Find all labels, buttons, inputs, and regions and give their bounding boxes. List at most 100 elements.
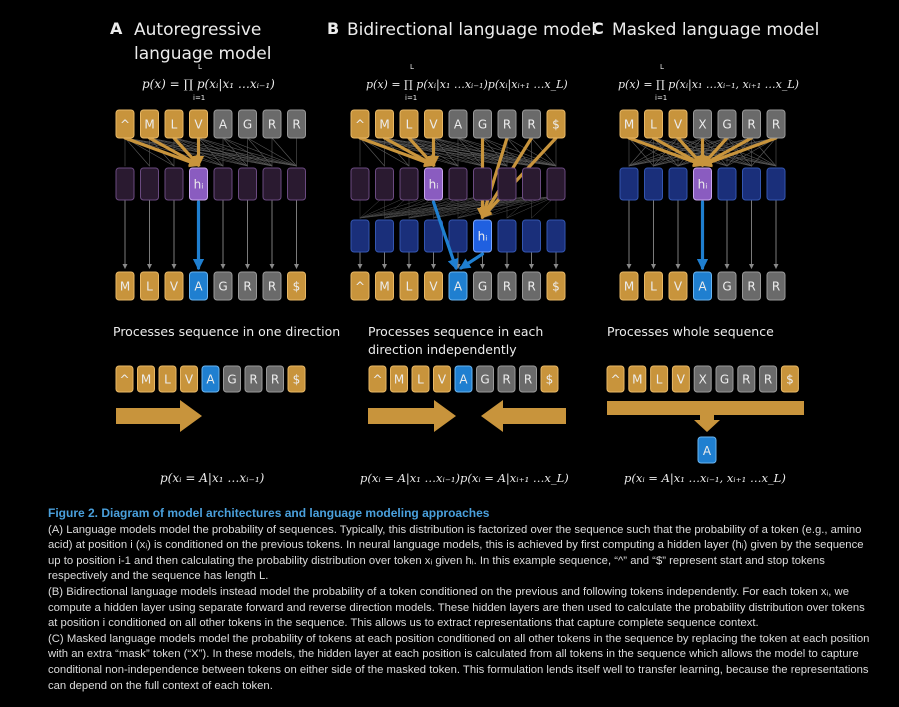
- output-token-label: A: [454, 280, 463, 294]
- output-token-label: R: [503, 280, 511, 294]
- top-token-label: M: [624, 118, 634, 132]
- top-token: [644, 109, 663, 139]
- hidden-unit: [717, 167, 737, 201]
- summary-token: [390, 365, 408, 393]
- panel-b-letter: B: [327, 19, 339, 38]
- top-token: [766, 109, 786, 139]
- output-token: [546, 271, 566, 301]
- summary-token-label: M: [632, 373, 642, 387]
- hidden-unit: [399, 219, 419, 253]
- output-token-label: V: [170, 280, 179, 294]
- panel-b-bottom-formula: p(xᵢ = A|x₁ …xᵢ₋₁)p(xᵢ = A|xᵢ₊₁ …x_L): [360, 471, 569, 486]
- top-token: [522, 109, 541, 139]
- mesh-line: [751, 137, 777, 167]
- panel-c-prod-bottom: i=1: [655, 94, 667, 102]
- summary-token: [223, 365, 241, 393]
- summary-token: [693, 365, 712, 393]
- top-token: [350, 109, 370, 139]
- output-token: [399, 271, 419, 301]
- panel-b-reverse-arrow: [481, 400, 566, 432]
- output-token-label: L: [650, 280, 657, 294]
- mesh-line: [506, 137, 532, 167]
- architecture-diagram: A Autoregressive language model B Bidire…: [110, 19, 819, 486]
- gold-arrow: [700, 136, 778, 168]
- hidden-unit: [424, 219, 443, 253]
- summary-token: [244, 365, 263, 393]
- summary-token: [266, 365, 284, 393]
- hidden-unit: [497, 167, 517, 201]
- mesh-line: [222, 137, 248, 167]
- summary-token-label: L: [164, 373, 171, 387]
- output-token: [375, 271, 394, 301]
- top-token-label: M: [379, 118, 389, 132]
- hidden-unit: [522, 167, 541, 201]
- top-token: [115, 109, 135, 139]
- hidden-unit-highlight: [473, 219, 492, 253]
- summary-token: [454, 365, 473, 393]
- summary-token: [737, 365, 756, 393]
- top-token: [717, 109, 737, 139]
- panel-c-title: Masked language model: [612, 20, 819, 40]
- gold-arrow: [627, 136, 705, 168]
- panel-b-prod-top: L: [410, 63, 414, 71]
- summary-token-label: A: [206, 373, 215, 387]
- hidden-unit: [448, 167, 468, 201]
- panel-b-description-2: direction independently: [368, 342, 517, 357]
- output-token-label: R: [527, 280, 535, 294]
- top-token-label: G: [243, 118, 252, 132]
- output-token: [766, 271, 786, 301]
- hidden-unit: [448, 219, 468, 253]
- mesh-line: [482, 195, 557, 219]
- mesh-line: [124, 137, 150, 167]
- summary-token: [180, 365, 198, 393]
- output-token-label: A: [698, 280, 707, 294]
- output-token-label: R: [772, 280, 780, 294]
- output-token: [448, 271, 468, 301]
- top-token: [619, 109, 639, 139]
- summary-token-label: ^: [119, 373, 129, 387]
- gold-arrow: [358, 136, 436, 168]
- panel-c-prod-top: L: [660, 63, 664, 71]
- output-token-label: A: [194, 280, 203, 294]
- output-token: [287, 271, 306, 301]
- panel-c-output-token-label: A: [703, 444, 712, 458]
- top-token: [164, 109, 184, 139]
- mesh-line: [198, 137, 224, 167]
- summary-token-label: V: [185, 373, 194, 387]
- output-token-label: V: [429, 280, 438, 294]
- hidden-unit-highlight: [693, 167, 712, 201]
- top-token: [742, 109, 761, 139]
- top-token: [399, 109, 419, 139]
- top-token-label: ^: [120, 118, 130, 132]
- summary-token-label: $: [786, 373, 794, 387]
- output-token-label: R: [268, 280, 276, 294]
- summary-token-label: ^: [372, 373, 382, 387]
- output-token-label: V: [674, 280, 683, 294]
- summary-token-label: R: [249, 373, 257, 387]
- hidden-unit: [742, 167, 761, 201]
- mesh-line: [247, 137, 273, 167]
- summary-token: [497, 365, 516, 393]
- gold-arrow: [123, 136, 201, 168]
- mesh-line: [628, 137, 654, 167]
- hidden-unit: [115, 167, 135, 201]
- output-token: [424, 271, 443, 301]
- output-token-label: G: [722, 280, 731, 294]
- output-token: [644, 271, 663, 301]
- panel-a-description: Processes sequence in one direction: [113, 324, 340, 339]
- hidden-unit: [399, 167, 419, 201]
- output-token-label: ^: [355, 280, 365, 294]
- summary-token-label: L: [417, 373, 424, 387]
- output-token: [742, 271, 761, 301]
- output-token: [350, 271, 370, 301]
- output-token: [717, 271, 737, 301]
- output-token: [115, 271, 135, 301]
- hidden-unit-highlight-label: hᵢ: [698, 178, 708, 192]
- top-token-label: L: [650, 118, 657, 132]
- summary-token: [519, 365, 537, 393]
- output-token: [473, 271, 492, 301]
- hidden-unit: [473, 167, 492, 201]
- panel-c-bottom-formula: p(xᵢ = A|x₁ …xᵢ₋₁, xᵢ₊₁ …x_L): [624, 471, 786, 486]
- hidden-unit: [375, 167, 394, 201]
- hidden-unit: [140, 167, 159, 201]
